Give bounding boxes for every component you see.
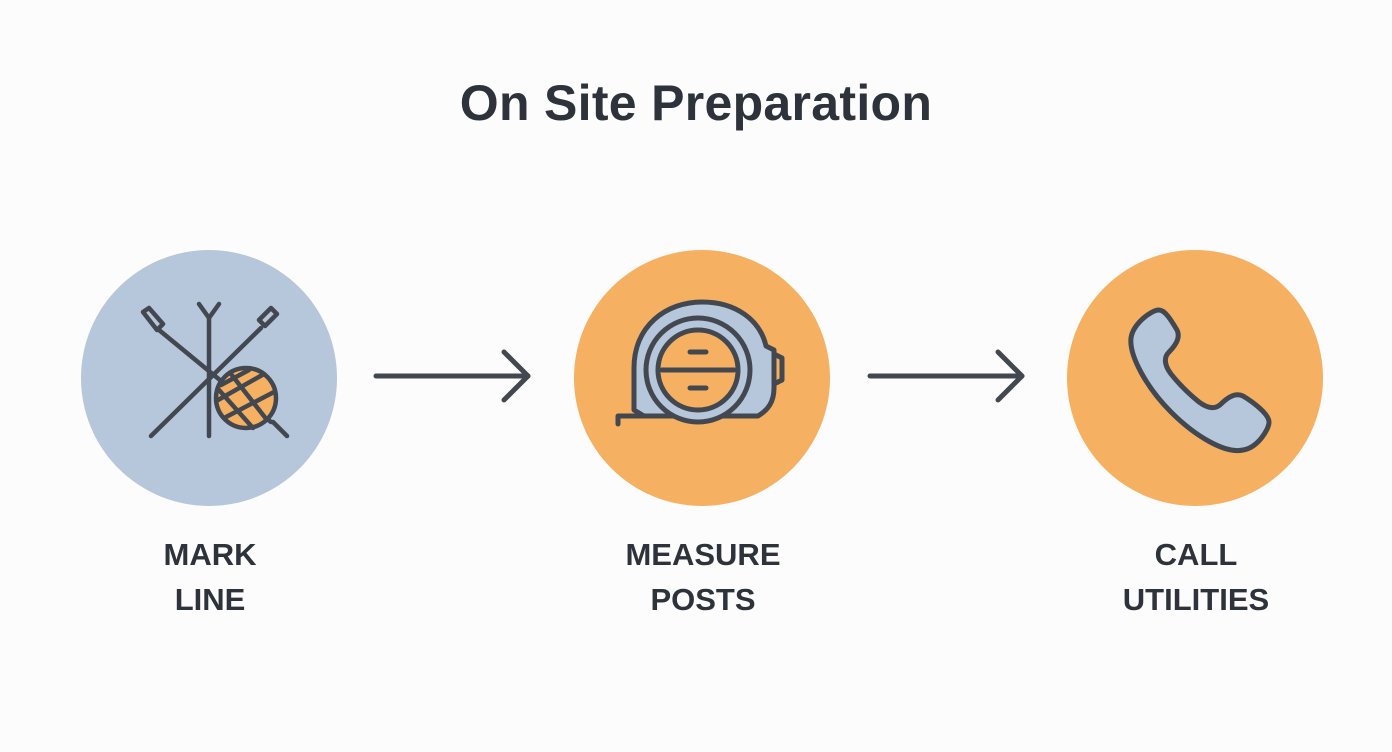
step-label: CALL UTILITIES — [1026, 532, 1366, 622]
step-label-line1: MEASURE — [625, 537, 781, 572]
right-arrow-icon — [373, 349, 531, 403]
step-circle — [574, 250, 830, 506]
step-call-utilities: CALL UTILITIES — [1066, 250, 1326, 650]
step-measure-posts: MEASURE POSTS — [573, 250, 833, 650]
step-label: MARK LINE — [40, 532, 380, 622]
step-label-line1: MARK — [163, 537, 257, 572]
step-label-line2: POSTS — [650, 582, 756, 617]
step-circle — [81, 250, 337, 506]
stakes-and-string-icon — [140, 301, 290, 439]
phone-icon — [1128, 307, 1272, 454]
tape-measure-icon — [615, 299, 785, 427]
step-label-line2: UTILITIES — [1122, 582, 1270, 617]
step-circle — [1067, 250, 1323, 506]
step-label-line1: CALL — [1154, 537, 1238, 572]
step-label: MEASURE POSTS — [533, 532, 873, 622]
step-label-line2: LINE — [174, 582, 246, 617]
step-mark-line: MARK LINE — [80, 250, 340, 650]
right-arrow-icon — [867, 349, 1025, 403]
diagram-title: On Site Preparation — [459, 75, 933, 131]
